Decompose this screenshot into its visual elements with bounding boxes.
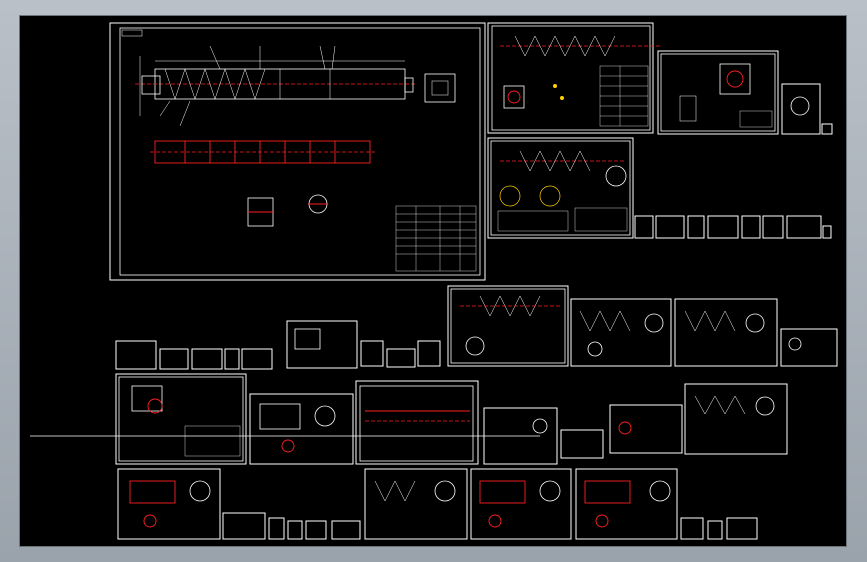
sheet-drive-detail[interactable] — [657, 50, 779, 135]
sheet-row-middle[interactable] — [115, 285, 838, 370]
sheet-screw-shaft[interactable] — [487, 22, 660, 134]
cad-drawing-canvas[interactable] — [20, 16, 846, 546]
sheet-main-assembly[interactable] — [109, 22, 486, 281]
sheet-screw-section[interactable] — [487, 137, 634, 239]
sheet-row-bottom[interactable] — [117, 468, 758, 540]
sheet-row-lower[interactable] — [115, 373, 788, 465]
drawing-layout — [30, 22, 838, 540]
sheet-row-small-1[interactable] — [634, 215, 832, 239]
sheet-bearing-detail[interactable] — [781, 83, 833, 135]
